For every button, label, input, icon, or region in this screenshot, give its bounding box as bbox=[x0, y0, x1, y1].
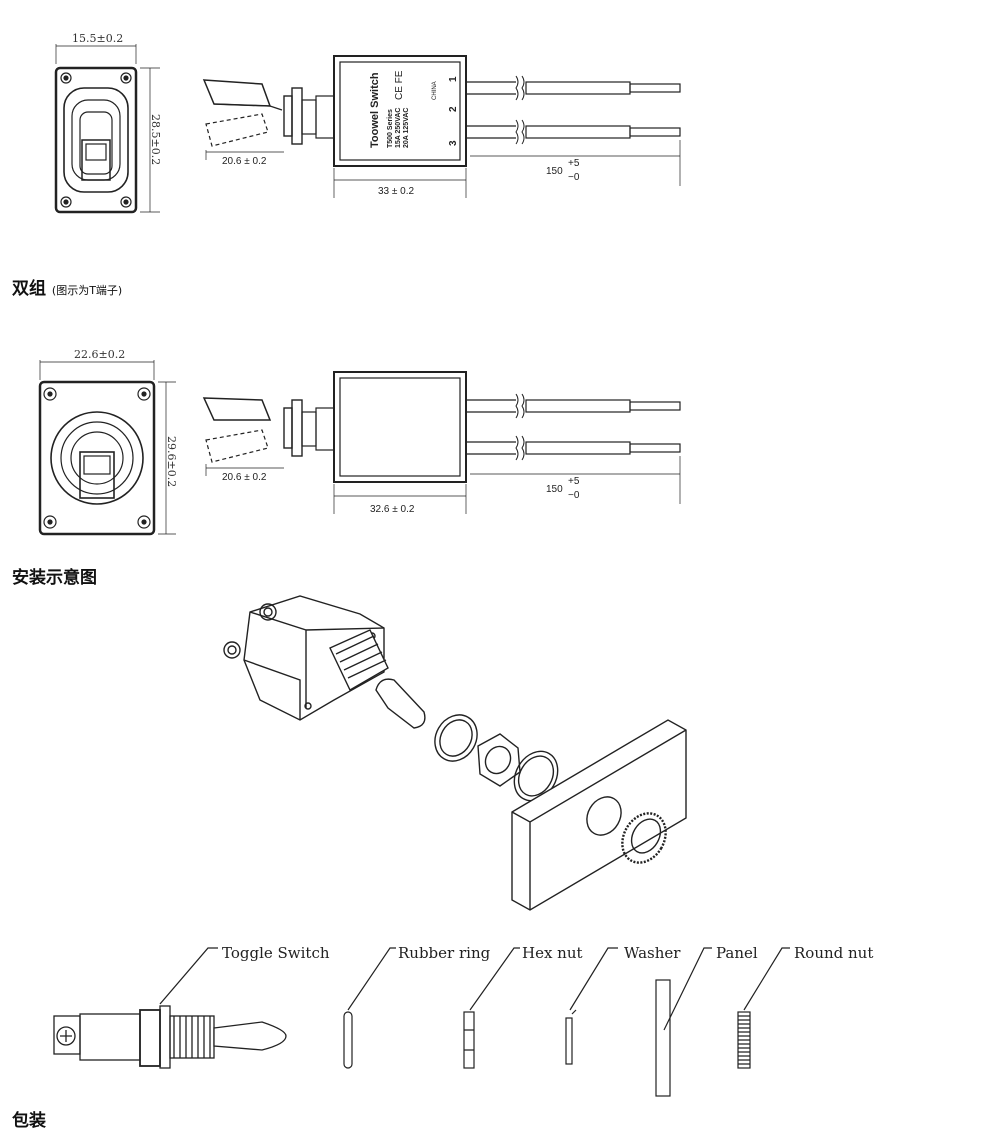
hex-nut-part bbox=[463, 947, 520, 1069]
body-rating-1: 15A 250VAC bbox=[395, 108, 402, 148]
label-hex-nut: Hex nut bbox=[522, 944, 583, 962]
double-group-note: (图示为T端子) bbox=[51, 284, 123, 297]
single-wire-tol-plus: +5 bbox=[568, 158, 580, 169]
double-side-view: 20.6 ± 0.2 32.6 ± 0.2 150 +5 −0 bbox=[202, 371, 681, 515]
terminal-2: 2 bbox=[448, 106, 459, 112]
double-wire-bottom bbox=[466, 435, 681, 461]
double-group-heading: 双组 (图示为T端子) bbox=[12, 274, 122, 299]
rubber-ring-part bbox=[343, 947, 396, 1069]
washer-part bbox=[565, 947, 618, 1065]
single-front-width: 15.5±0.2 bbox=[72, 32, 123, 45]
label-washer: Washer bbox=[624, 944, 681, 962]
install-heading: 安装示意图 bbox=[12, 568, 97, 588]
double-body-length: 32.6 ± 0.2 bbox=[370, 504, 415, 515]
double-wire-tol-minus: −0 bbox=[568, 490, 580, 501]
terminal-1: 1 bbox=[448, 76, 459, 82]
body-origin: CHINA bbox=[432, 81, 438, 100]
single-lever-length: 20.6 ± 0.2 bbox=[222, 156, 267, 167]
body-rating-2: 20A 125VAC bbox=[403, 108, 410, 148]
terminal-3: 3 bbox=[448, 140, 459, 146]
body-marks: CE FE bbox=[394, 70, 405, 100]
parts-row: Toggle Switch Rubber ring Hex nut Washer… bbox=[53, 944, 873, 1097]
label-rubber-ring: Rubber ring bbox=[398, 944, 491, 962]
round-nut-part bbox=[737, 947, 790, 1069]
label-panel: Panel bbox=[716, 944, 758, 962]
double-wire-tol-plus: +5 bbox=[568, 476, 580, 487]
double-wire-top bbox=[466, 393, 681, 419]
double-group-title: 双组 bbox=[12, 279, 46, 299]
label-toggle-switch: Toggle Switch bbox=[222, 944, 330, 962]
single-wire-tol-minus: −0 bbox=[568, 172, 580, 183]
single-wire-top bbox=[466, 75, 681, 101]
double-front-height: 29.6±0.2 bbox=[165, 436, 178, 487]
single-front-view: 15.5±0.2 28.5±0.2 bbox=[54, 32, 162, 214]
label-round-nut: Round nut bbox=[794, 944, 873, 962]
single-body-length: 33 ± 0.2 bbox=[378, 186, 415, 197]
install-isometric bbox=[223, 595, 687, 911]
double-front-width: 22.6±0.2 bbox=[74, 348, 125, 361]
single-wire-length: 150 bbox=[546, 166, 563, 177]
single-wire-bottom bbox=[466, 119, 681, 145]
single-front-height: 28.5±0.2 bbox=[149, 114, 162, 165]
toggle-switch-part bbox=[53, 947, 287, 1069]
double-lever-length: 20.6 ± 0.2 bbox=[222, 472, 267, 483]
panel-part bbox=[655, 947, 712, 1097]
body-series: T500 Series bbox=[387, 109, 394, 148]
body-brand: Toowel Switch bbox=[369, 72, 381, 148]
packing-heading: 包装 bbox=[12, 1111, 46, 1131]
double-front-view: 22.6±0.2 29.6±0.2 bbox=[38, 348, 178, 536]
single-side-view: 20.6 ± 0.2 Toowel Switch T500 Series 15A… bbox=[202, 55, 681, 198]
double-wire-length: 150 bbox=[546, 484, 563, 495]
